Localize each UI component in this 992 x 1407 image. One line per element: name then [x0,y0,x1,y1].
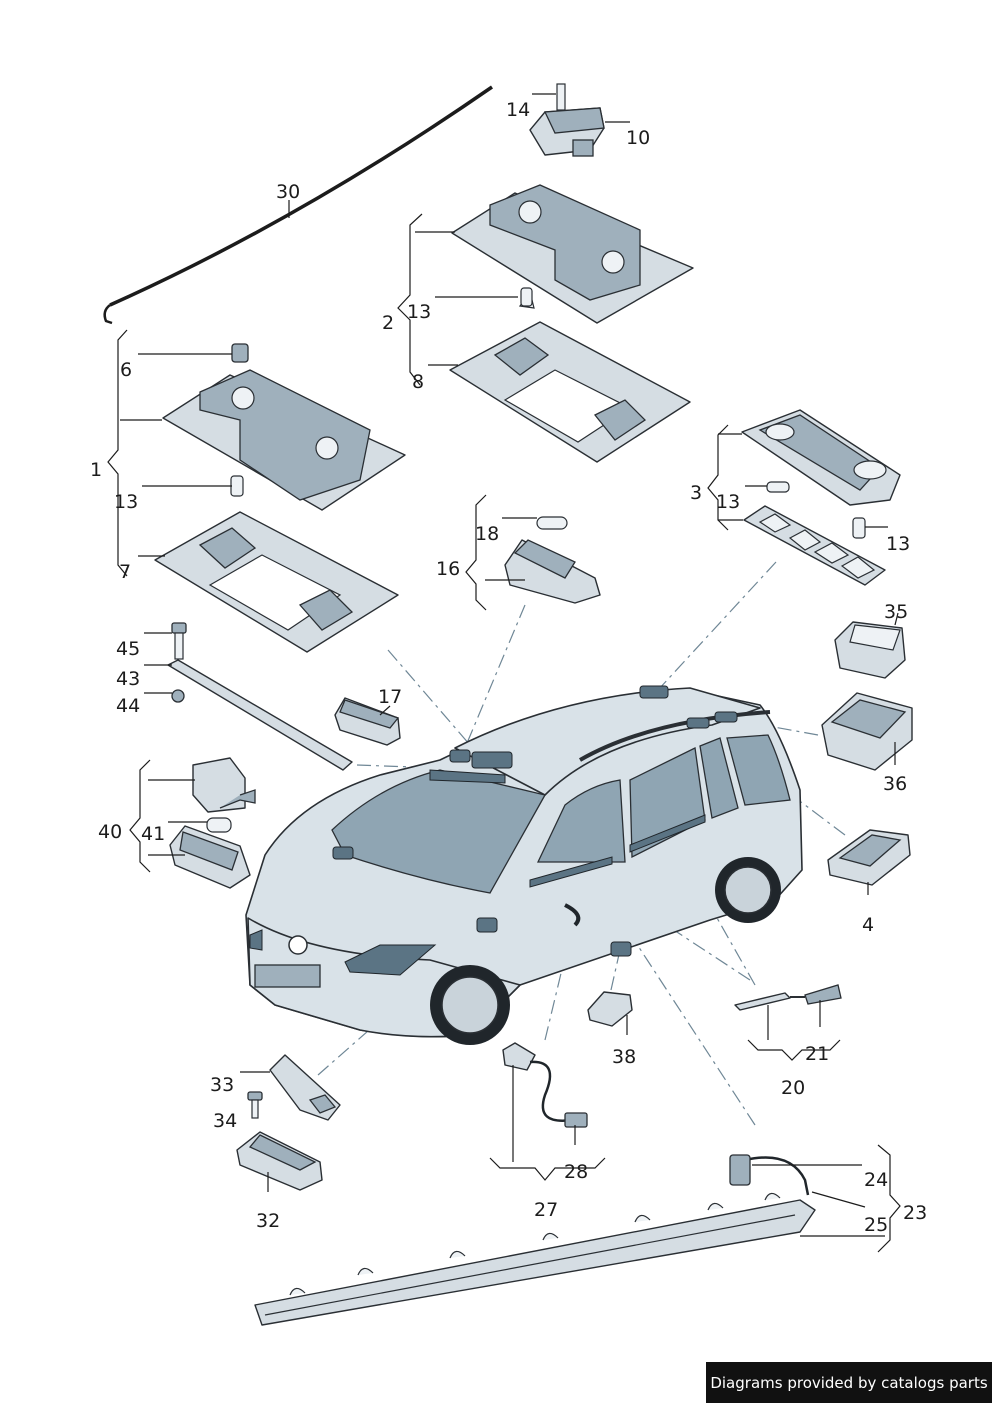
callout-38: 38 [612,1046,636,1068]
frame-7 [154,511,399,653]
callout-17: 17 [378,686,402,708]
callout-28: 28 [564,1161,588,1183]
callout-36: 36 [883,773,907,795]
lamp-cover-35 [834,621,906,679]
sensor-20 [734,984,842,1011]
callout-20: 20 [781,1077,805,1099]
callout-8: 8 [412,371,424,393]
module-40 [192,757,256,813]
bolt-strip-43 [167,622,353,771]
callout-44: 44 [116,695,140,717]
brackets [107,213,901,1253]
sill-strip-23 [254,1154,816,1326]
callout-18: 18 [475,523,499,545]
callout-41: 41 [141,823,165,845]
callout-25: 25 [864,1214,888,1236]
clip-6 [231,343,249,363]
lens-frame-3 [743,505,886,586]
callout-13d: 13 [886,533,910,555]
callout-35: 35 [884,601,908,623]
lamp-32 [236,1131,323,1191]
lamp-housing-3 [741,409,901,539]
lamp-16 [504,516,601,604]
callout-1: 1 [90,459,102,481]
vehicle-illustration [245,685,803,1045]
trim-33 [269,1054,341,1121]
callout-27: 27 [534,1199,558,1221]
callout-43: 43 [116,668,140,690]
callout-7: 7 [119,561,131,583]
callout-34: 34 [213,1110,237,1132]
callout-14: 14 [506,99,530,121]
console-housing-2 [451,184,694,324]
callout-10: 10 [626,127,650,149]
callout-13c: 13 [716,491,740,513]
callout-40: 40 [98,821,122,843]
callout-labels: 30 14 10 2 13 8 6 1 13 7 45 43 44 3 13 1… [90,99,927,1236]
callout-3: 3 [690,482,702,504]
callout-13b: 13 [114,491,138,513]
lamp-17 [334,697,401,746]
leader-lines [120,93,899,1237]
lamp-41 [169,817,251,889]
callout-16: 16 [436,558,460,580]
callout-30: 30 [276,181,300,203]
callout-32: 32 [256,1210,280,1232]
harness-27 [502,1042,588,1128]
lamp-4 [827,829,911,886]
console-housing-1 [162,369,406,511]
lamp-38 [587,991,633,1027]
credit-banner: Diagrams provided by catalogs parts [706,1362,992,1403]
trim-strip-30 [103,85,493,325]
module-10 [529,83,605,157]
callout-2: 2 [382,312,394,334]
callout-45: 45 [116,638,140,660]
frame-8 [449,321,691,463]
screw-34 [247,1091,263,1119]
callout-33: 33 [210,1074,234,1096]
callout-6: 6 [120,359,132,381]
callout-23: 23 [903,1202,927,1224]
callout-4: 4 [862,914,874,936]
callout-21: 21 [805,1043,829,1065]
callout-24: 24 [864,1169,888,1191]
callout-13a: 13 [407,301,431,323]
lamp-36 [821,692,913,771]
